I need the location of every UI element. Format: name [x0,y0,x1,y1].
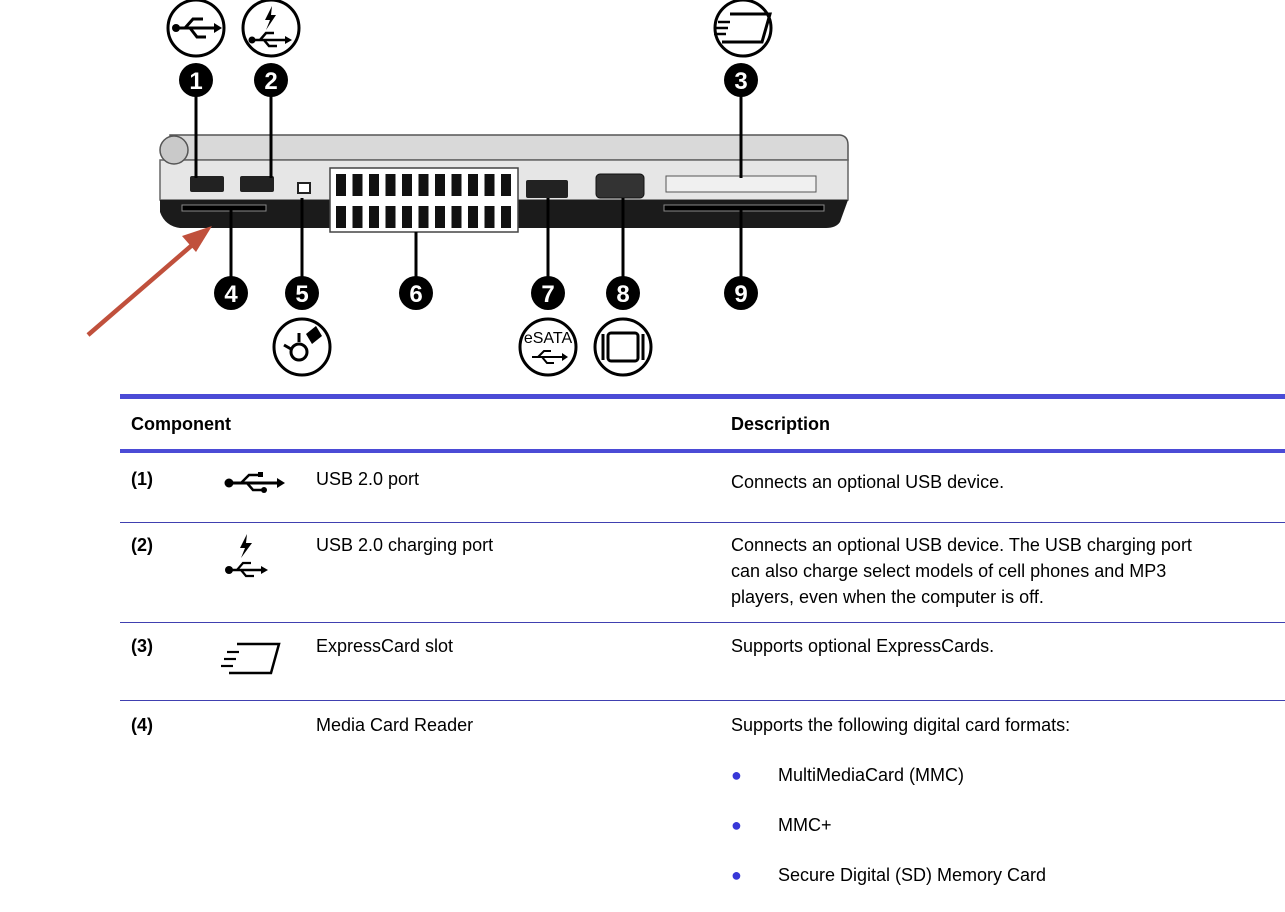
callout-7: 7 [531,276,565,310]
component-table: Component Description (1) USB 2.0 port C… [120,394,1285,912]
vent-slot [451,174,462,196]
component-description: Connects an optional USB device. The USB… [731,532,1285,622]
component-name: USB 2.0 charging port [316,535,494,555]
component-name: Media Card Reader [316,715,474,735]
vent-slot [369,206,379,228]
component-description: Connects an optional USB device. [731,472,1005,492]
vent-slot [352,174,363,196]
list-item: ● Secure Digital (SD) Memory Card [731,862,1277,912]
svg-text:5: 5 [295,281,308,308]
esata-icon: eSATA [518,317,578,377]
external-monitor-icon [593,317,653,377]
vent-slot [369,174,379,196]
row-divider [120,700,1285,701]
description-line: can also charge select models of cell ph… [731,561,1167,581]
vent-slot [402,174,412,196]
vent-slot [385,174,396,196]
callout-1: 1 [179,63,213,97]
table-row: (2) USB 2.0 charging port Connects an op… [120,523,1285,622]
esata-icon-label: eSATA [524,330,573,347]
vent-slot [418,174,429,196]
table-row: (3) ExpressCard slot Supports optional E… [120,623,1285,700]
row-number: (3) [131,636,153,656]
table-top-rule [120,394,1285,399]
vent-slot [402,206,412,228]
callouts-bottom: 4 5 6 7 8 9 [214,276,758,310]
callout-6: 6 [399,276,433,310]
vent-slot [484,206,495,228]
usb-icon [166,0,226,58]
description-line: Connects an optional USB device. The USB… [731,535,1192,555]
description-line: players, even when the computer is off. [731,587,1044,607]
row-divider [120,622,1285,623]
component-description: Supports the following digital card form… [731,712,1285,912]
table-row: (1) USB 2.0 port Connects an optional US… [120,453,1285,522]
svg-text:6: 6 [409,281,422,308]
card-format-list: ● MultiMediaCard (MMC) ● MMC+ ● Secure Digi… [731,762,1277,912]
svg-text:8: 8 [616,281,629,308]
header-component: Component [131,413,231,434]
table-header: Component Description [120,399,1285,449]
expresscard-icon [713,0,773,58]
bullet-icon: ● [731,765,742,785]
vent-slot [435,206,445,228]
list-item-text: Secure Digital (SD) Memory Card [778,865,1047,885]
svg-text:4: 4 [224,281,238,308]
component-description: Supports optional ExpressCards. [731,636,995,656]
component-name: USB 2.0 port [316,469,420,489]
vent-slot [468,174,478,196]
vent-slot [435,174,445,196]
bullet-icon: ● [731,865,742,885]
leader-lines [194,95,743,280]
vent-slot [418,206,429,228]
row-number: (4) [131,715,153,735]
laptop-side-view-figure: eSATA 1 2 3 4 5 6 7 8 9 [86,0,849,377]
header-description: Description [731,413,831,434]
vent-slot [336,174,346,196]
vent-slot [385,206,396,228]
vent-slot [336,206,346,228]
svg-text:7: 7 [541,281,554,308]
expresscard-icon [205,633,316,700]
component-name: ExpressCard slot [316,636,454,656]
vent-slot [451,206,462,228]
table-header-rule [120,449,1285,453]
callout-2: 2 [254,63,288,97]
callout-8: 8 [606,276,640,310]
usb-icon [205,469,316,522]
usb-charging-icon [205,532,316,622]
bullet-icon: ● [731,815,742,835]
svg-text:3: 3 [734,68,747,95]
vent-slots [336,174,511,228]
vent-slot [501,206,511,228]
vent-slot [484,174,495,196]
vent-slot [468,206,478,228]
callout-3: 3 [724,63,758,97]
svg-text:2: 2 [264,68,277,95]
list-item: ● MMC+ [731,812,1277,862]
svg-text:1: 1 [189,68,202,95]
list-item-text: MMC+ [778,815,832,835]
callout-4: 4 [214,276,248,310]
row-number: (1) [131,469,153,489]
list-item: ● MultiMediaCard (MMC) [731,762,1277,812]
table-row: (4) Media Card Reader Supports the follo… [120,701,1285,912]
callouts-top: 1 2 3 [179,63,758,97]
usb-charging-icon [241,0,301,58]
row-divider [120,522,1285,523]
list-item-text: MultiMediaCard (MMC) [778,765,965,785]
svg-text:9: 9 [734,281,747,308]
callout-9: 9 [724,276,758,310]
firewire-1394-icon [272,317,332,377]
description-intro: Supports the following digital card form… [731,715,1071,735]
laptop-body [159,134,849,233]
vent-slot [352,206,363,228]
row-number: (2) [131,535,153,555]
annotation-arrow [86,226,212,337]
callout-5: 5 [285,276,319,310]
vent-slot [501,174,511,196]
